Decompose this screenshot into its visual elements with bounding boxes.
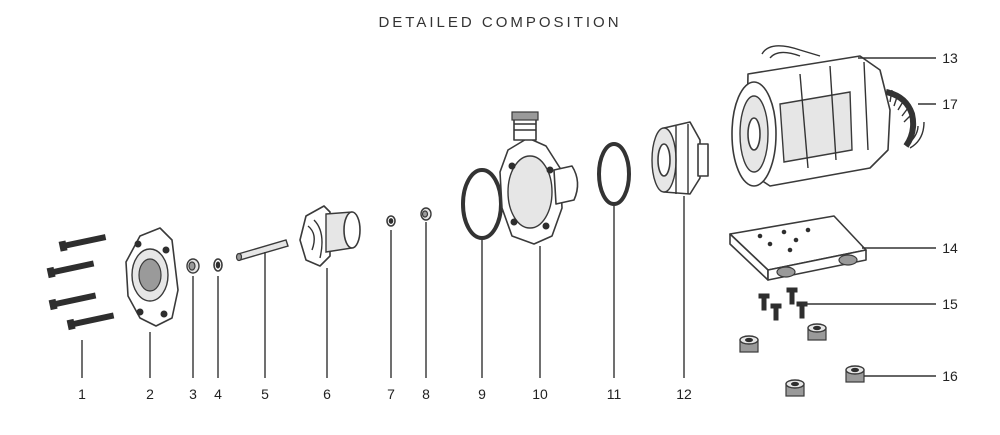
part-9-o-ring [461, 168, 503, 240]
callout-17: 17 [942, 96, 958, 112]
part-11-o-ring [597, 142, 631, 206]
callout-11: 11 [607, 386, 622, 402]
callout-14: 14 [942, 240, 958, 256]
callout-8: 8 [422, 386, 430, 402]
part-16-rubber-feet [739, 323, 865, 397]
callout-10: 10 [532, 386, 548, 402]
part-3-bushing [186, 258, 200, 274]
part-1-screws [46, 234, 115, 331]
callout-2: 2 [146, 386, 154, 402]
part-6-impeller [299, 205, 361, 267]
part-10-pump-housing [499, 111, 579, 245]
part-13-motor [731, 45, 891, 187]
part-14-base-plate [729, 215, 867, 281]
callout-15: 15 [942, 296, 958, 312]
part-8-bushing [420, 207, 432, 221]
leader-lines [81, 57, 936, 378]
callout-1: 1 [78, 386, 86, 402]
part-2-front-cover [125, 227, 179, 327]
callout-6: 6 [323, 386, 331, 402]
part-17-cable [885, 89, 925, 149]
callout-3: 3 [189, 386, 197, 402]
callout-12: 12 [676, 386, 692, 402]
callout-9: 9 [478, 386, 486, 402]
callout-4: 4 [214, 386, 222, 402]
part-4-washer [213, 258, 223, 272]
callout-7: 7 [387, 386, 395, 402]
diagram-title: DETAILED COMPOSITION [378, 14, 622, 31]
callout-labels: 1 2 3 4 5 6 7 8 9 10 11 12 13 17 14 15 1… [78, 50, 958, 402]
part-15-small-screws [758, 287, 808, 321]
part-12-seal-plate [651, 121, 709, 195]
part-7-washer [386, 215, 396, 227]
callout-13: 13 [942, 50, 958, 66]
part-5-shaft [235, 239, 289, 262]
callout-5: 5 [261, 386, 269, 402]
callout-16: 16 [942, 368, 958, 384]
